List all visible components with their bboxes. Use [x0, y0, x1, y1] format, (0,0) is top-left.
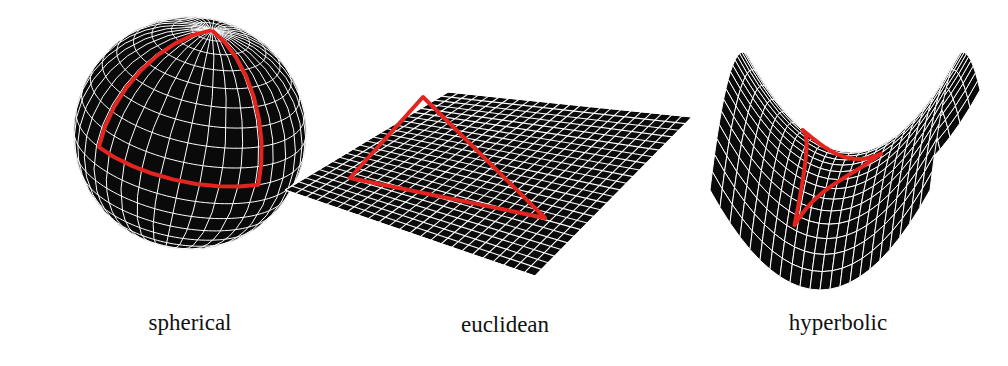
plane-body	[285, 92, 692, 276]
plane-figure	[285, 92, 692, 276]
euclidean-triangle	[350, 97, 545, 218]
plane-grid-line	[504, 114, 662, 265]
plane-grid-line	[441, 96, 685, 124]
label-slot: hyperbolic	[718, 310, 958, 336]
sphere-grid	[74, 17, 306, 249]
plane-grid-line	[473, 111, 632, 255]
geometry-label: spherical	[148, 310, 231, 335]
label-slot: spherical	[70, 310, 310, 336]
hyperbolic-triangle	[795, 130, 882, 225]
geometry-label: euclidean	[461, 312, 549, 337]
plane-grid-line	[514, 115, 672, 269]
plane-grid-line	[428, 104, 673, 137]
plane-grid-line	[535, 117, 692, 276]
saddle-cell	[920, 172, 932, 208]
plane-grid-line	[434, 100, 679, 130]
spherical-triangle	[99, 30, 262, 186]
sphere-figure	[74, 17, 306, 249]
saddle-figure	[710, 52, 980, 290]
plane-grid-line	[448, 92, 692, 117]
plane-grid-line	[414, 112, 659, 150]
plane-grid-line	[493, 113, 651, 262]
plane-grid-line	[483, 112, 641, 258]
label-slot: euclidean	[385, 312, 625, 338]
sphere-body	[74, 17, 306, 249]
plane-grid-line	[525, 116, 682, 272]
geometry-label: hyperbolic	[789, 310, 887, 335]
